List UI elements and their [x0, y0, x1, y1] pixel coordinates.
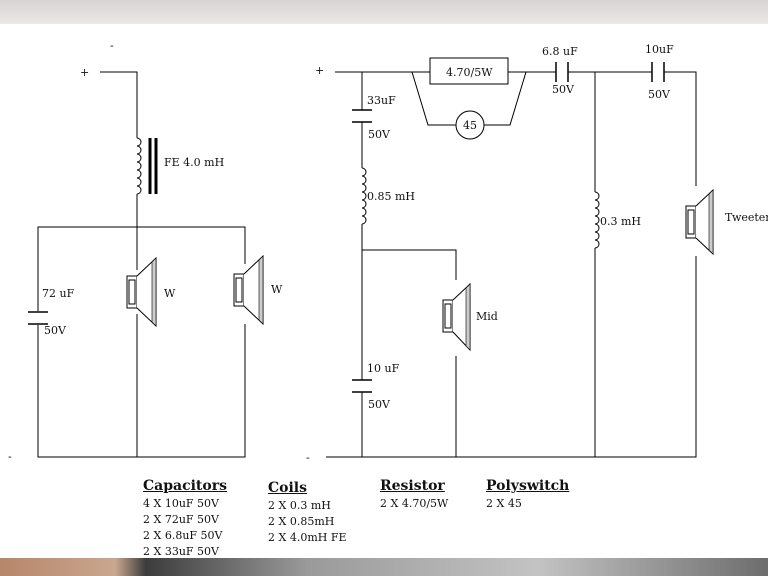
- inductor-0-85mh: [361, 167, 367, 225]
- list-item: 2 X 45: [486, 497, 522, 510]
- cap-10uf-series-voltage-label: 50V: [648, 88, 671, 101]
- coils-title: Coils: [268, 480, 307, 496]
- top-window-strip: [0, 0, 768, 24]
- woofer2-label: W: [271, 283, 283, 296]
- polyswitch-45: [455, 110, 485, 140]
- list-item: 2 X 4.70/5W: [380, 497, 449, 510]
- left-minus-bottom-label: -: [8, 450, 12, 463]
- cap-10uf-shunt-voltage-label: 50V: [368, 398, 391, 411]
- cap-10uf-series-value-label: 10uF: [645, 43, 674, 56]
- polyswitch-list: Polyswitch 2 X 45: [486, 478, 569, 512]
- left-plus-label: +: [80, 66, 89, 79]
- mid-speaker-icon: [440, 280, 474, 356]
- resistor-label: 4.70/5W: [446, 66, 493, 79]
- list-item: 2 X 4.0mH FE: [268, 531, 347, 544]
- mid-label: Mid: [476, 310, 498, 323]
- coil-0-85mh-label: 0.85 mH: [367, 190, 415, 203]
- tweeter-label: Tweeter: [725, 211, 768, 224]
- polyswitch-wire-left: [411, 71, 456, 126]
- capacitors-title: Capacitors: [143, 478, 227, 494]
- mid-feed-wire: [362, 249, 457, 457]
- cap-33uf-value-label: 33uF: [367, 94, 396, 107]
- fe-inductor-4mh: [136, 137, 142, 195]
- right-plus-label: +: [315, 64, 324, 77]
- list-item: 2 X 33uF 50V: [143, 545, 219, 558]
- bottom-rail-wire: [326, 254, 697, 458]
- bottom-photo-strip: [0, 558, 768, 576]
- mid-tweeter-circuit: + - 4.70/5W 45 6.8 uF 50V 10uF 50V 33uF …: [306, 43, 768, 464]
- resistor-title: Resistor: [380, 478, 445, 494]
- polyswitch-wire-right: [484, 71, 527, 126]
- left-loop-wire: [37, 226, 246, 458]
- cap-6-8uf-value-label: 6.8 uF: [542, 45, 578, 58]
- tweeter-speaker-icon: [684, 186, 716, 256]
- coil-0-3mh-label: 0.3 mH: [600, 215, 641, 228]
- cap-6-8uf-voltage-label: 50V: [552, 83, 575, 96]
- list-item: 4 X 10uF 50V: [143, 497, 219, 510]
- resistor-4-70-5w: [429, 57, 509, 85]
- list-item: 2 X 6.8uF 50V: [143, 529, 223, 542]
- left-minus-top-label: -: [110, 39, 114, 52]
- right-minus-bottom-label: -: [306, 451, 310, 464]
- coil-fe-label: FE 4.0 mH: [164, 156, 224, 169]
- list-item: 2 X 0.3 mH: [268, 499, 331, 512]
- woofer2-speaker-icon: [232, 254, 264, 326]
- list-item: 2 X 0.85mH: [268, 515, 335, 528]
- polyswitch-label: 45: [463, 119, 477, 132]
- cap-33uf-voltage-label: 50V: [368, 128, 391, 141]
- list-item: 2 X 72uF 50V: [143, 513, 219, 526]
- resistor-list: Resistor 2 X 4.70/5W: [380, 478, 448, 512]
- cap-10uf-shunt-value-label: 10 uF: [367, 362, 400, 375]
- tweeter-feed-wire: [664, 71, 697, 188]
- cap-72uf-gap: [30, 311, 48, 325]
- capacitors-list: Capacitors 4 X 10uF 50V 2 X 72uF 50V 2 X…: [143, 478, 227, 560]
- cap-72uf-voltage-label: 50V: [44, 324, 67, 337]
- polyswitch-title: Polyswitch: [486, 478, 570, 494]
- coils-list: Coils 2 X 0.3 mH 2 X 0.85mH 2 X 4.0mH FE: [268, 480, 347, 546]
- woofer1-label: W: [164, 287, 176, 300]
- woofer1-speaker-icon: [126, 256, 157, 328]
- cap-72uf-value-label: 72 uF: [42, 287, 75, 300]
- left-input-wire: [100, 71, 138, 138]
- woofer-circuit: - + - FE 4.0 mH 72 uF 50V W: [8, 39, 283, 463]
- inductor-0-3mh: [594, 191, 600, 249]
